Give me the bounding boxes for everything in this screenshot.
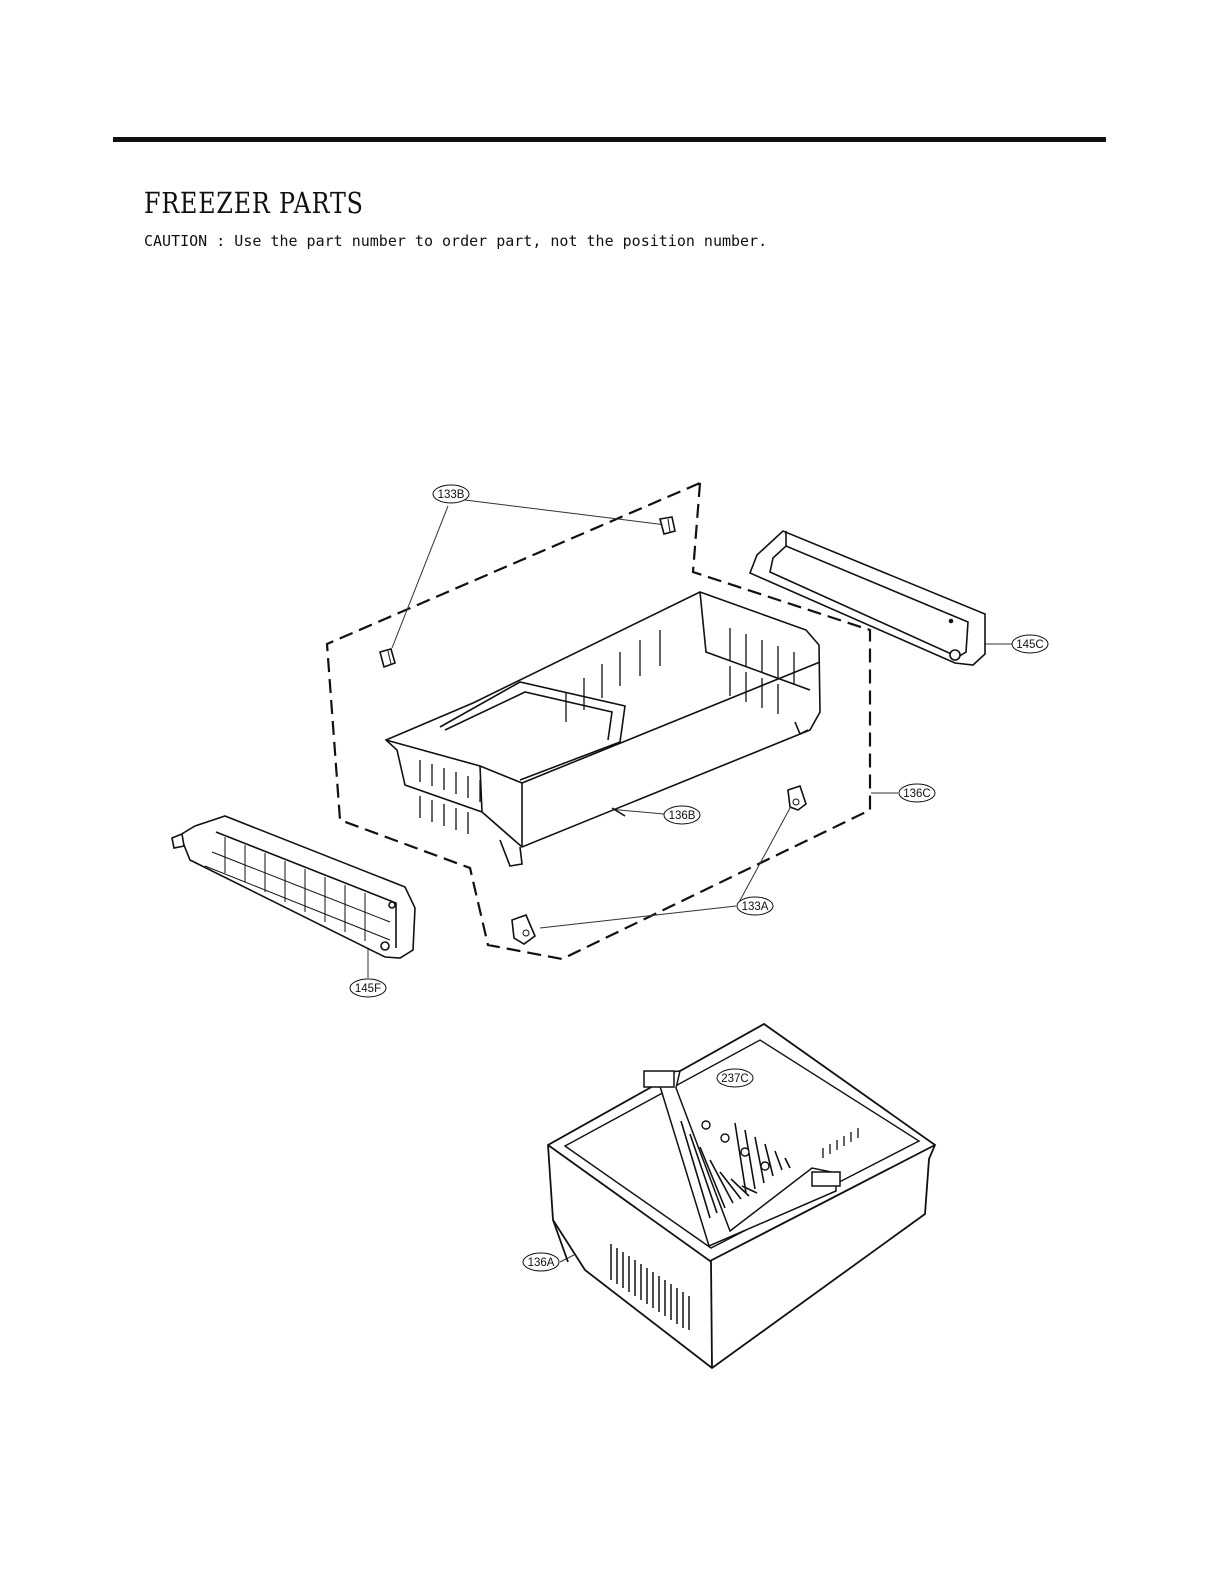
page-title: FREEZER PARTS	[144, 186, 364, 220]
bumper-133b-upper	[659, 516, 676, 535]
caution-note: CAUTION : Use the part number to order p…	[144, 232, 768, 250]
callout-237c: 237C	[716, 1068, 754, 1088]
callout-145c: 145C	[1011, 634, 1049, 654]
header-rule	[113, 137, 1106, 142]
callout-136a: 136A	[522, 1252, 560, 1272]
svg-text:136C: 136C	[903, 788, 931, 800]
svg-text:133B: 133B	[438, 489, 465, 501]
bumper-133a-left	[511, 913, 536, 945]
basket-136a	[547, 1022, 937, 1370]
svg-text:136A: 136A	[528, 1257, 555, 1269]
callout-133b: 133B	[432, 484, 470, 504]
bumper-133a-right	[787, 784, 807, 811]
callout-133a: 133A	[736, 896, 774, 916]
callout-136c: 136C	[898, 783, 936, 803]
tray-136b	[384, 591, 821, 867]
svg-text:145F: 145F	[355, 983, 381, 995]
svg-text:145C: 145C	[1016, 639, 1044, 651]
svg-text:136B: 136B	[669, 810, 696, 822]
bumper-133b-lower	[379, 648, 396, 669]
callout-145f: 145F	[349, 978, 387, 998]
rail-145f	[171, 815, 416, 959]
rail-145c	[748, 530, 986, 666]
callout-136b: 136B	[663, 805, 701, 825]
svg-text:133A: 133A	[742, 901, 769, 913]
assembly-boundary	[325, 481, 872, 961]
svg-text:237C: 237C	[721, 1073, 749, 1085]
